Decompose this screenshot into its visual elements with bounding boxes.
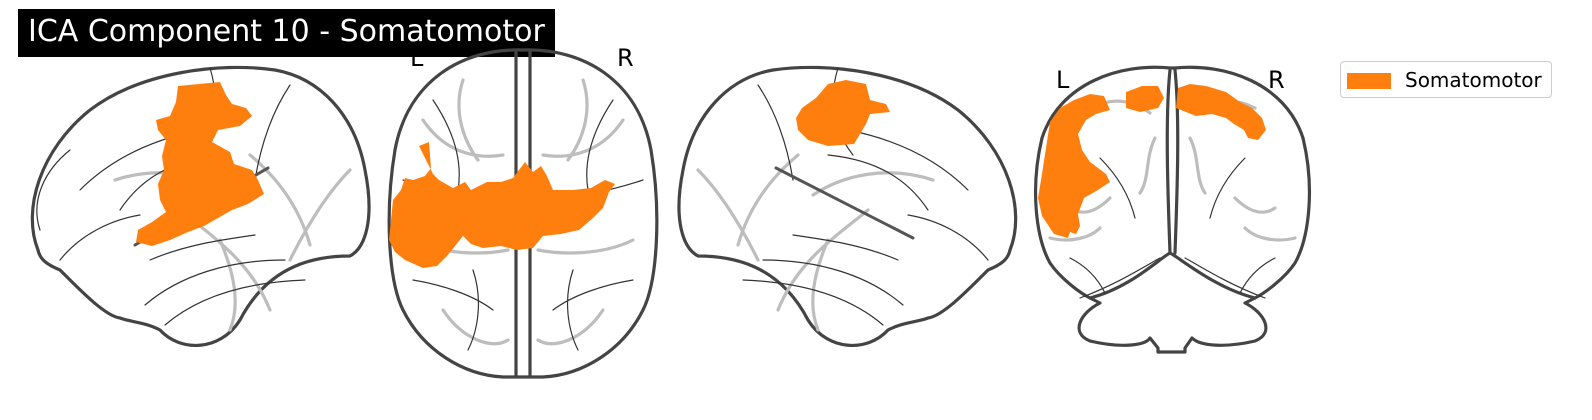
coronal-right-label: R: [1268, 66, 1285, 94]
axial-view: [387, 48, 659, 379]
sagittal-right-view: [677, 65, 1018, 348]
legend: Somatomotor: [1340, 61, 1552, 98]
axial-left-label: L: [410, 44, 424, 72]
legend-label-somatomotor: Somatomotor: [1405, 68, 1542, 92]
legend-swatch-somatomotor: [1347, 73, 1391, 89]
axial-right-label: R: [617, 44, 634, 72]
coronal-left-label: L: [1056, 66, 1070, 94]
figure-title: ICA Component 10 - Somatomotor: [18, 9, 555, 57]
sagittal-left-view: [30, 65, 371, 348]
coronal-view: [1034, 65, 1311, 354]
